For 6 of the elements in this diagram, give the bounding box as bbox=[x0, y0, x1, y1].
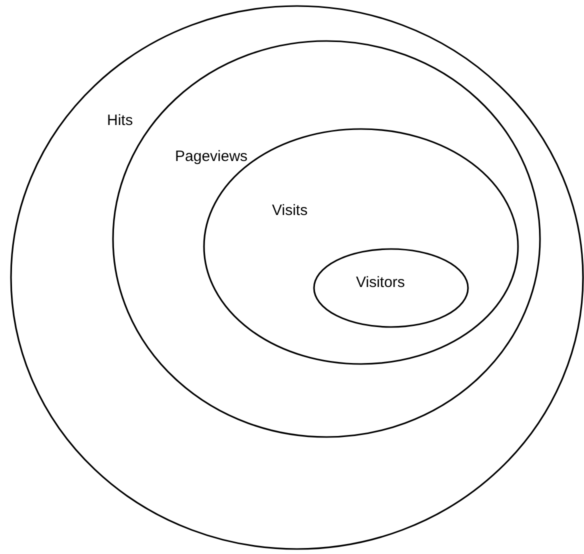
set-label: Visitors bbox=[356, 274, 405, 292]
nested-ellipse bbox=[10, 5, 584, 550]
set-label: Hits bbox=[107, 112, 133, 130]
nested-ellipse bbox=[313, 248, 469, 328]
set-label: Pageviews bbox=[175, 148, 248, 166]
set-label: Visits bbox=[272, 202, 308, 220]
